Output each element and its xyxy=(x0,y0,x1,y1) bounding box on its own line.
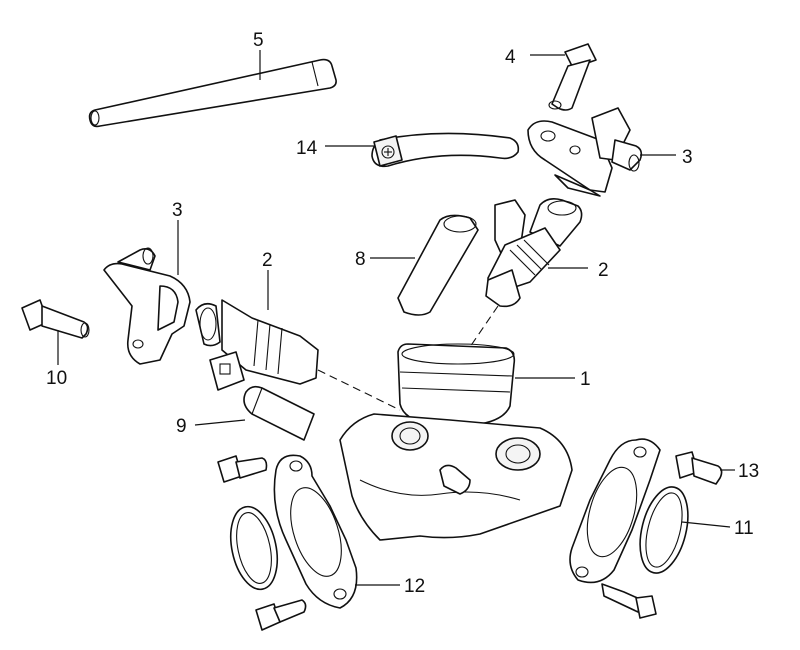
part-8-sleeve xyxy=(397,214,479,316)
callout-3-right: 3 xyxy=(682,147,693,168)
part-13-bolts xyxy=(217,451,723,631)
o-ring-left xyxy=(229,505,279,591)
callout-3-left: 3 xyxy=(172,200,183,221)
callout-9: 9 xyxy=(176,416,187,437)
callout-13: 13 xyxy=(738,461,759,482)
part-3-bracket-right xyxy=(527,107,643,197)
part-14-clamp xyxy=(371,132,520,168)
part-5-tube xyxy=(88,58,337,128)
callout-8: 8 xyxy=(355,249,366,270)
callout-2-upper: 2 xyxy=(598,260,609,281)
callout-12: 12 xyxy=(404,576,425,597)
part-9-sleeve xyxy=(243,385,315,441)
callout-11: 11 xyxy=(734,518,754,539)
callout-4: 4 xyxy=(505,47,516,68)
part-2-injector-upper xyxy=(419,198,583,421)
callout-labels: 1 2 2 3 3 4 5 8 9 10 11 12 13 14 xyxy=(46,30,759,597)
callout-10: 10 xyxy=(46,368,67,389)
part-2-injector-left xyxy=(195,299,401,411)
callout-5: 5 xyxy=(253,30,264,51)
callout-2-left: 2 xyxy=(262,250,273,271)
part-12-flange-right xyxy=(569,438,661,584)
callout-1: 1 xyxy=(580,369,591,390)
part-10-bolt xyxy=(21,299,90,339)
part-12-flange xyxy=(273,454,358,609)
leader-lines xyxy=(57,50,735,586)
part-4-bolt xyxy=(548,43,597,111)
callout-14: 14 xyxy=(296,138,318,159)
part-11-o-ring xyxy=(639,486,689,574)
part-1-manifold xyxy=(339,343,573,541)
part-3-bracket-left xyxy=(103,247,191,365)
